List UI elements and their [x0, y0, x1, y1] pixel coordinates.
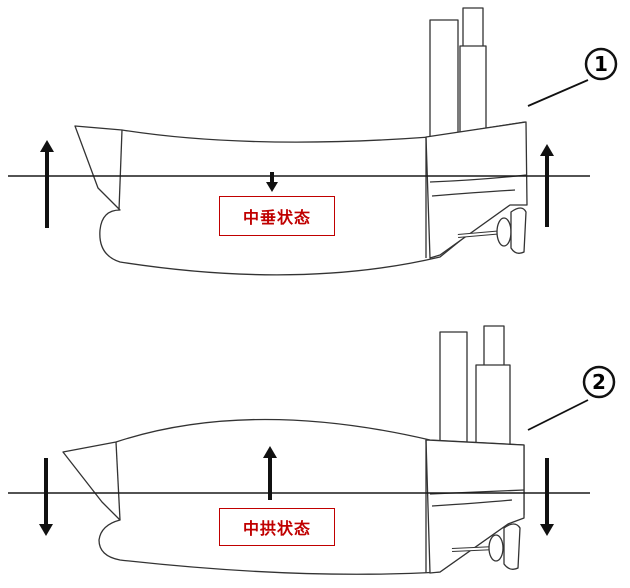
rudder-icon — [510, 207, 527, 254]
rudder-icon — [503, 523, 521, 570]
funnel-right — [475, 364, 511, 449]
arrow-up-icon — [540, 144, 554, 227]
superstructure-hogging — [425, 439, 525, 574]
arrow-down-icon — [540, 458, 554, 536]
callout-circle-1 — [584, 47, 618, 81]
callout-leader-2 — [527, 399, 589, 431]
funnel-left — [429, 19, 459, 139]
state-label-hogging: 中拱状态 — [219, 508, 335, 546]
funnel-right — [459, 45, 487, 137]
callout-circle-2 — [582, 365, 616, 399]
arrow-up-icon — [263, 446, 277, 500]
hull-hogging — [62, 418, 525, 575]
funnel-right-top — [483, 325, 505, 371]
propeller-icon — [457, 217, 512, 247]
panel-number-1: 1 — [594, 52, 608, 76]
arrow-up-icon — [40, 140, 54, 228]
callout-leader-1 — [527, 79, 589, 107]
state-label-sagging: 中垂状态 — [219, 196, 335, 236]
superstructure-sagging — [425, 121, 528, 259]
arrow-down-icon — [39, 458, 53, 536]
arrow-down-icon — [266, 172, 278, 192]
panel-number-2: 2 — [592, 370, 606, 394]
funnel-left — [439, 331, 468, 449]
propeller-icon — [451, 534, 504, 562]
panel-hogging: 2 — [8, 325, 616, 575]
